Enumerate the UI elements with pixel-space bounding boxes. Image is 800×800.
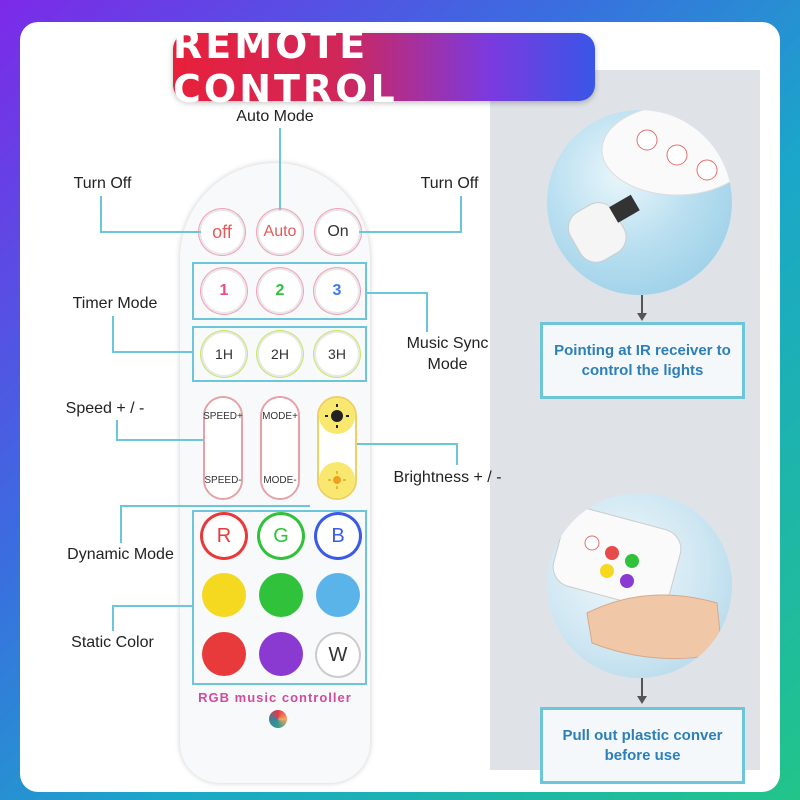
mode-minus-button[interactable]: MODE- — [262, 462, 298, 498]
arrow-line-top — [641, 295, 643, 315]
ir-receiver-photo — [547, 110, 732, 295]
green-color-button[interactable] — [259, 573, 303, 617]
off-button[interactable]: off — [201, 211, 243, 253]
speed-minus-button[interactable]: SPEED- — [204, 462, 242, 498]
line-brightness-v — [456, 443, 458, 465]
speed-plus-button[interactable]: SPEED+ — [203, 398, 243, 434]
line-speed-v — [116, 420, 118, 440]
line-dynamic-v — [120, 505, 122, 543]
on-button[interactable]: On — [317, 211, 359, 253]
brand-label: RGB music controller — [198, 690, 352, 705]
label-speed: Speed + / - — [65, 400, 145, 417]
line-music-v — [426, 292, 428, 332]
hand-remote-illustration — [552, 507, 723, 660]
mode-pill: MODE+ MODE- — [260, 396, 300, 500]
label-auto-mode: Auto Mode — [236, 108, 314, 125]
page-title: REMOTE CONTROL — [173, 23, 595, 111]
blue-button[interactable]: B — [317, 515, 359, 557]
arrow-head-top — [637, 313, 647, 321]
mode-plus-button[interactable]: MODE+ — [262, 398, 298, 434]
music-1-label: 1 — [219, 282, 229, 299]
arrow-line-bottom — [641, 678, 643, 698]
music-sync-group — [192, 262, 367, 320]
sun-icon — [325, 404, 349, 428]
timer-1h-button[interactable]: 1H — [203, 333, 245, 375]
music-1-button[interactable]: 1 — [203, 270, 245, 312]
label-turn-off-right: Turn Off — [420, 175, 479, 192]
music-2-button[interactable]: 2 — [259, 270, 301, 312]
timer-2h-label: 2H — [271, 346, 289, 362]
green-button[interactable]: G — [260, 515, 302, 557]
line-turnoff-left-h — [100, 231, 201, 233]
plastic-tab-photo — [547, 493, 732, 678]
speed-pill: SPEED+ SPEED- — [203, 396, 243, 500]
line-brightness-h — [357, 443, 457, 445]
line-static-h — [112, 605, 192, 607]
line-timer-v — [112, 316, 114, 352]
brand-logo-icon — [269, 710, 287, 728]
brightness-plus-button[interactable] — [319, 398, 355, 434]
timer-3h-button[interactable]: 3H — [316, 333, 358, 375]
timer-group — [192, 326, 367, 382]
brightness-minus-button[interactable] — [319, 462, 355, 498]
line-speed-h — [116, 439, 203, 441]
timer-1h-label: 1H — [215, 346, 233, 362]
purple-color-button[interactable] — [259, 632, 303, 676]
red-color-button[interactable] — [202, 632, 246, 676]
caption-ir: Pointing at IR receiver to control the l… — [540, 322, 745, 399]
label-dynamic-mode: Dynamic Mode — [67, 546, 174, 563]
label-brightness: Brightness + / - — [393, 469, 502, 486]
label-timer-mode: Timer Mode — [72, 295, 158, 312]
arrow-head-bottom — [637, 696, 647, 704]
music-3-button[interactable]: 3 — [316, 270, 358, 312]
line-turnoff-right-h — [359, 231, 462, 233]
auto-button[interactable]: Auto — [259, 211, 301, 253]
caption-plastic: Pull out plastic conver before use — [540, 707, 745, 784]
music-3-label: 3 — [332, 282, 342, 299]
label-turn-off-left: Turn Off — [73, 175, 132, 192]
label-static-color: Static Color — [71, 634, 154, 651]
line-dynamic-h — [120, 505, 310, 507]
line-timer-h — [112, 351, 192, 353]
line-turnoff-left-v — [100, 196, 102, 232]
red-button[interactable]: R — [203, 515, 245, 557]
timer-2h-button[interactable]: 2H — [259, 333, 301, 375]
sun-small-icon — [328, 471, 346, 489]
line-turnoff-right-v — [460, 196, 462, 232]
yellow-color-button[interactable] — [202, 573, 246, 617]
ir-receiver-illustration — [567, 110, 732, 263]
timer-3h-label: 3H — [328, 346, 346, 362]
label-music-sync: Music Sync Mode — [406, 335, 489, 373]
line-music-h — [367, 292, 427, 294]
brightness-pill — [317, 396, 357, 500]
line-auto — [279, 128, 281, 210]
line-static-v — [112, 605, 114, 631]
cyan-color-button[interactable] — [316, 573, 360, 617]
music-2-label: 2 — [275, 282, 285, 299]
color-group — [192, 510, 367, 685]
white-button[interactable]: W — [317, 634, 359, 676]
